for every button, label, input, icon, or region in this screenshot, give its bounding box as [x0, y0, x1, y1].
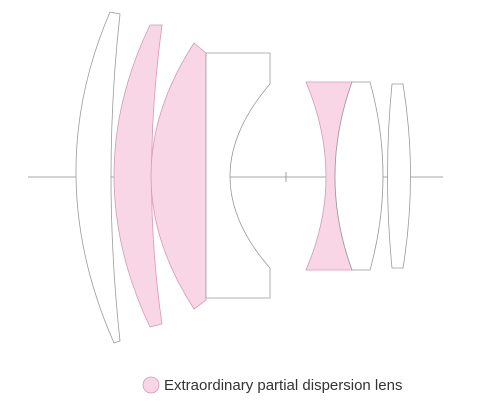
- legend-swatch-ed: [142, 376, 160, 394]
- lens-element-1: [75, 11, 121, 344]
- lens-element-2-ed: [113, 24, 163, 328]
- legend-label-ed: Extraordinary partial dispersion lens: [164, 377, 402, 394]
- legend: Extraordinary partial dispersion lens: [142, 376, 402, 394]
- lens-element-6: [334, 81, 384, 271]
- lens-element-4: [205, 52, 271, 299]
- lens-element-7: [387, 83, 411, 269]
- lens-element-3-ed: [150, 42, 207, 310]
